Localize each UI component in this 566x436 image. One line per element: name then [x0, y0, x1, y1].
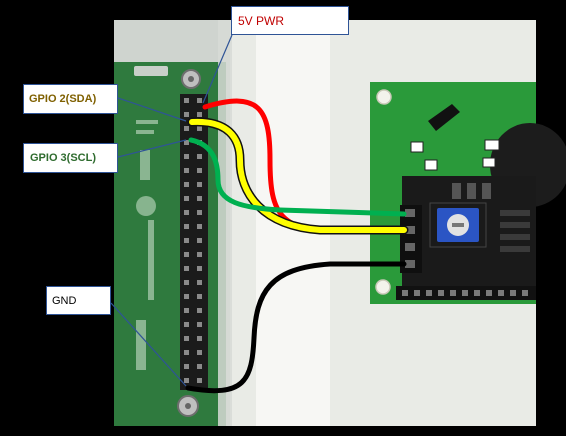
lcd-pin-row — [396, 286, 536, 300]
label-5v-power: 5V PWR — [231, 6, 349, 35]
callout-lines — [110, 34, 233, 387]
lcd-module — [370, 82, 566, 304]
callout-line-sda — [117, 97, 187, 122]
lcd-mount-hole-top — [376, 89, 392, 105]
scl-wire — [188, 137, 407, 217]
i2c-header — [400, 205, 422, 273]
lcd-component — [428, 104, 460, 131]
sda-wire — [189, 118, 407, 233]
raspberry-logo-icon — [136, 196, 156, 216]
label-gpio2-sda: GPIO 2(SDA) — [23, 84, 118, 114]
callout-line-5v — [202, 34, 233, 104]
lcd-mount-hole-bottom — [375, 279, 391, 295]
silkscreen-text — [136, 120, 158, 370]
label-gpio3-scl: GPIO 3(SCL) — [23, 143, 118, 173]
callout-line-gnd — [110, 302, 187, 387]
label-gnd-text: GND — [52, 294, 77, 307]
i2c-backpack — [400, 176, 536, 286]
gnd-wire — [185, 261, 407, 394]
callout-line-scl — [117, 139, 187, 158]
wires — [185, 98, 409, 394]
label-gpio2-sda-text: GPIO 2(SDA) — [29, 93, 97, 105]
label-gnd: GND — [46, 286, 111, 315]
label-5v-power-text: 5V PWR — [238, 13, 285, 28]
raspberry-pi-board — [114, 20, 232, 426]
label-gpio3-scl-text: GPIO 3(SCL) — [30, 152, 97, 164]
